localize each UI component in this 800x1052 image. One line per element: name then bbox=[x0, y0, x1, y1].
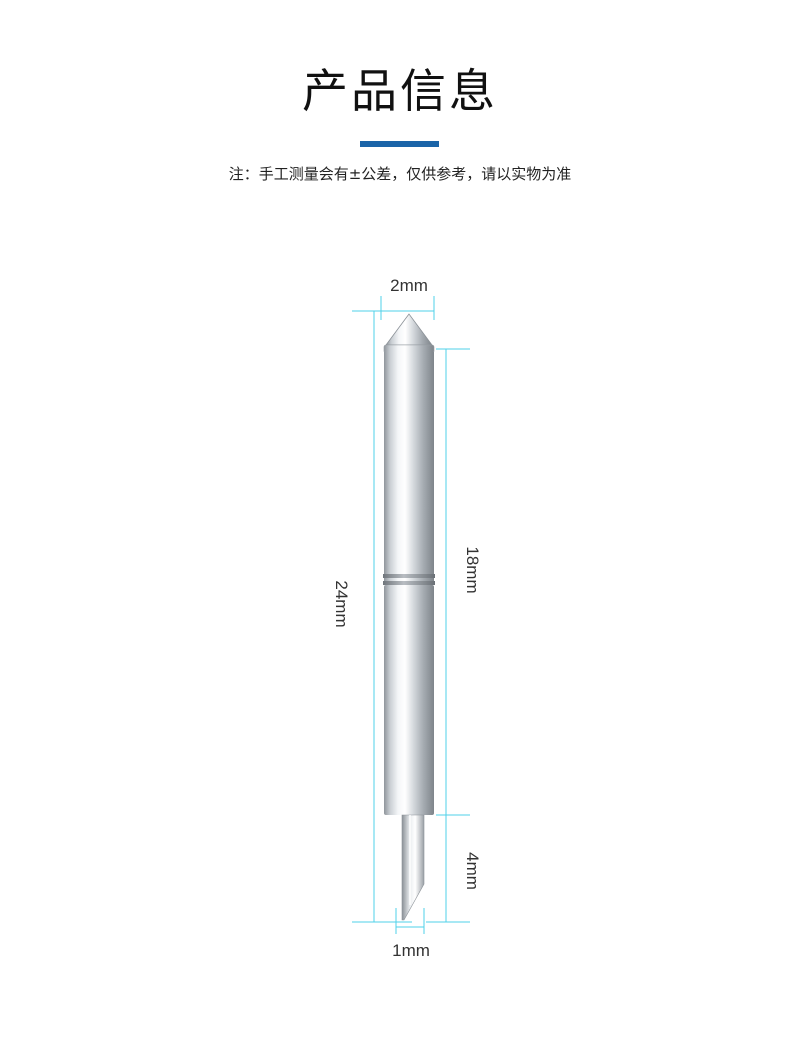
probe-tip bbox=[385, 313, 433, 346]
title-underline bbox=[360, 141, 439, 147]
tolerance-note: 注：手工测量会有±公差，仅供参考，请以实物为准 bbox=[228, 165, 572, 183]
probe-tip-collar bbox=[383, 344, 435, 354]
probe-ring-groove bbox=[383, 574, 435, 578]
probe-lower-barrel bbox=[384, 585, 434, 815]
probe-ring-band bbox=[384, 578, 434, 581]
dimension-lines bbox=[352, 296, 470, 934]
probe-upper-barrel bbox=[384, 352, 434, 574]
label-blade-length: 4mm bbox=[463, 852, 482, 890]
probe-pin bbox=[383, 313, 435, 921]
label-tip-diameter: 2mm bbox=[390, 276, 428, 295]
probe-ring-groove-lower bbox=[383, 581, 435, 585]
probe-blade bbox=[401, 814, 425, 921]
page-title: 产品信息 bbox=[302, 64, 498, 118]
label-blade-width: 1mm bbox=[392, 941, 430, 960]
label-total-length: 24mm bbox=[332, 580, 351, 627]
label-body-length: 18mm bbox=[463, 546, 482, 593]
